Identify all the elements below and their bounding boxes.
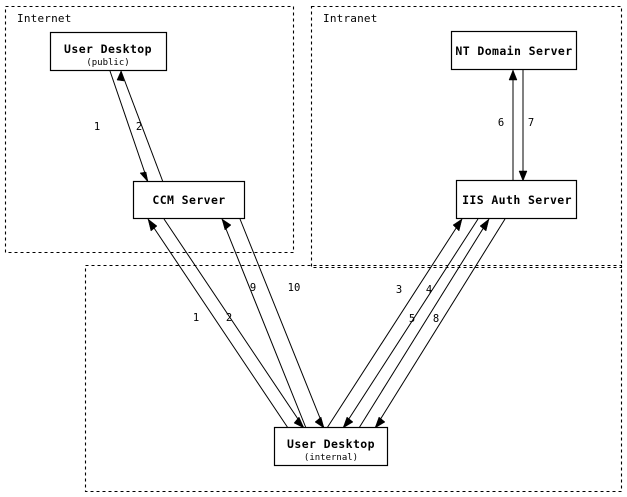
flow-arrowhead-2-internal [293, 416, 305, 429]
flow-arrowhead-6 [508, 69, 518, 81]
flow-label-1-internal: 1 [193, 312, 199, 324]
zone-label-internet: Internet [17, 12, 72, 25]
flow-label-10: 10 [288, 282, 301, 294]
node-iis-auth-server-title: IIS Auth Server [462, 193, 572, 207]
node-user-desktop-internal-subtitle: (internal) [304, 453, 358, 463]
node-user-desktop-internal-title: User Desktop [287, 437, 375, 451]
flow-label-3: 3 [396, 284, 402, 296]
flow-line-10 [239, 218, 325, 429]
flow-label-2-public: 2 [136, 121, 142, 133]
flow-line-2-public [120, 70, 164, 183]
flow-label-5: 5 [409, 313, 415, 325]
flow-arrowhead-2-public [116, 70, 125, 82]
flow-label-2-internal: 2 [226, 312, 232, 324]
flow-label-1-public: 1 [94, 121, 100, 133]
flow-label-8: 8 [433, 313, 439, 325]
flow-line-3 [358, 218, 490, 429]
node-ccm-server[interactable]: CCM Server [132, 180, 246, 220]
flow-connectors [109, 69, 528, 429]
node-user-desktop-internal[interactable]: User Desktop (internal) [273, 426, 389, 467]
node-nt-domain-server-box[interactable] [450, 30, 578, 71]
node-iis-auth-server[interactable]: IIS Auth Server [455, 179, 578, 220]
flow-arrowhead-9 [221, 218, 232, 231]
node-user-desktop-public-box[interactable] [49, 31, 168, 72]
flow-arrowhead-7 [518, 170, 528, 182]
zone-intranet-boundary [310, 5, 623, 269]
flow-arrowhead-4 [374, 416, 386, 429]
flow-arrowhead-8 [342, 416, 354, 429]
node-user-desktop-internal-box[interactable] [273, 426, 389, 467]
flow-arrowhead-10 [314, 416, 325, 429]
zone-internet-boundary [4, 5, 295, 254]
flow-label-7: 7 [528, 117, 534, 129]
flow-line-4 [374, 218, 506, 429]
flow-arrowhead-1-internal [147, 218, 158, 232]
node-iis-auth-server-box[interactable] [455, 179, 578, 220]
flow-arrowhead-3 [479, 218, 490, 232]
node-boxes: User Desktop (public) NT Domain Server C… [49, 30, 578, 467]
node-nt-domain-server[interactable]: NT Domain Server [450, 30, 578, 71]
flow-line-8 [342, 218, 479, 429]
node-ccm-server-title: CCM Server [152, 193, 225, 207]
zone-internal-boundary [84, 264, 623, 493]
zone-boundaries [4, 5, 623, 493]
flow-line-1-public [109, 70, 149, 183]
flow-arrowhead-1-public [139, 171, 149, 183]
zone-label-intranet: Intranet [323, 12, 378, 25]
node-user-desktop-public-subtitle: (public) [86, 58, 129, 68]
node-user-desktop-public-title: User Desktop [64, 42, 152, 56]
node-nt-domain-server-title: NT Domain Server [455, 44, 572, 58]
flow-arrowhead-5 [452, 218, 463, 232]
node-ccm-server-box[interactable] [132, 180, 246, 220]
flow-label-4: 4 [426, 284, 432, 296]
flow-label-6: 6 [498, 117, 504, 129]
flow-line-5 [326, 218, 463, 429]
flow-line-2-internal [163, 218, 305, 429]
node-user-desktop-public[interactable]: User Desktop (public) [49, 31, 168, 72]
flow-labels: 1 2 6 7 9 10 1 2 3 4 5 8 [94, 117, 534, 325]
flow-label-9: 9 [250, 282, 256, 294]
flow-line-1-internal [147, 218, 289, 429]
flow-line-9 [221, 218, 307, 429]
